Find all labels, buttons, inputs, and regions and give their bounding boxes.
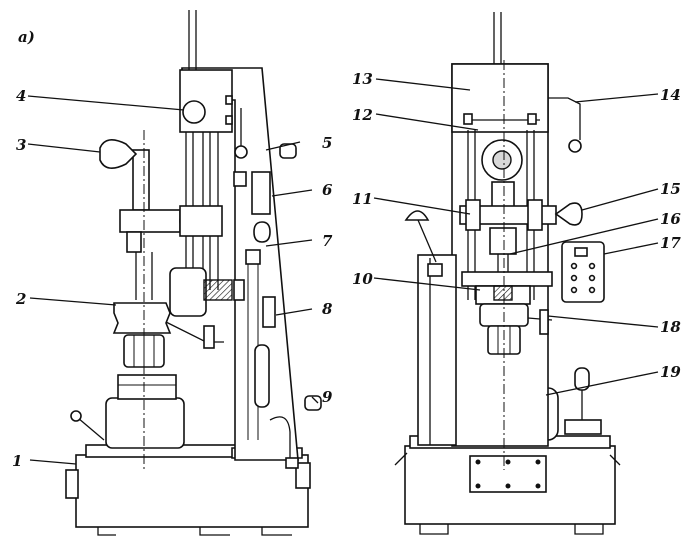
callout-labels: a) 1 2 3 4 5 6 7 8 9 10 11 12 13 14 15 1…: [12, 28, 681, 470]
callout-10: 10: [352, 270, 373, 288]
callout-11: 11: [352, 190, 373, 208]
callout-13: 13: [352, 70, 373, 88]
base-left: [75, 454, 309, 528]
callout-18: 18: [660, 318, 681, 336]
callout-9: 9: [322, 388, 333, 406]
callout-14: 14: [660, 86, 681, 104]
side-view: [65, 10, 322, 536]
callout-3: 3: [16, 136, 26, 154]
callout-16: 16: [660, 210, 681, 228]
callout-4: 4: [16, 87, 26, 105]
panel-label: a): [18, 28, 35, 46]
control-panel: [561, 241, 605, 303]
callout-19: 19: [660, 363, 681, 381]
callout-17: 17: [660, 234, 681, 252]
callout-7: 7: [322, 232, 333, 250]
callout-8: 8: [322, 300, 333, 318]
callout-5: 5: [322, 134, 332, 152]
callout-15: 15: [660, 180, 681, 198]
callout-12: 12: [352, 106, 373, 124]
callout-1: 1: [12, 452, 22, 470]
front-view: [394, 12, 621, 535]
table-left: [105, 397, 185, 449]
leader-lines: [27, 78, 659, 465]
head-left: [179, 69, 233, 133]
spindle-head-left: [112, 302, 172, 334]
callout-2: 2: [15, 290, 26, 308]
callout-6: 6: [322, 181, 333, 199]
